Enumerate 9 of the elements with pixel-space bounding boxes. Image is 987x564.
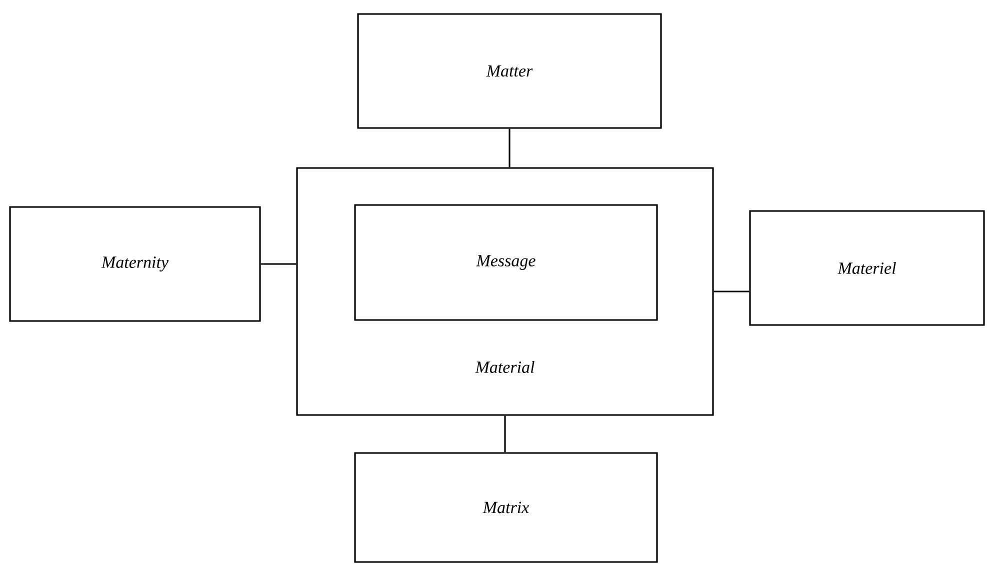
connector-line (504, 416, 506, 452)
process-box: Matrix (354, 452, 658, 563)
process-box: Message (354, 204, 658, 321)
process-box: Materiel (749, 210, 985, 326)
connector-line (260, 263, 296, 265)
process-box: Maternity (9, 206, 261, 322)
connector-line (714, 290, 750, 292)
connector-line (508, 128, 510, 168)
process-box: Matter (357, 13, 662, 129)
